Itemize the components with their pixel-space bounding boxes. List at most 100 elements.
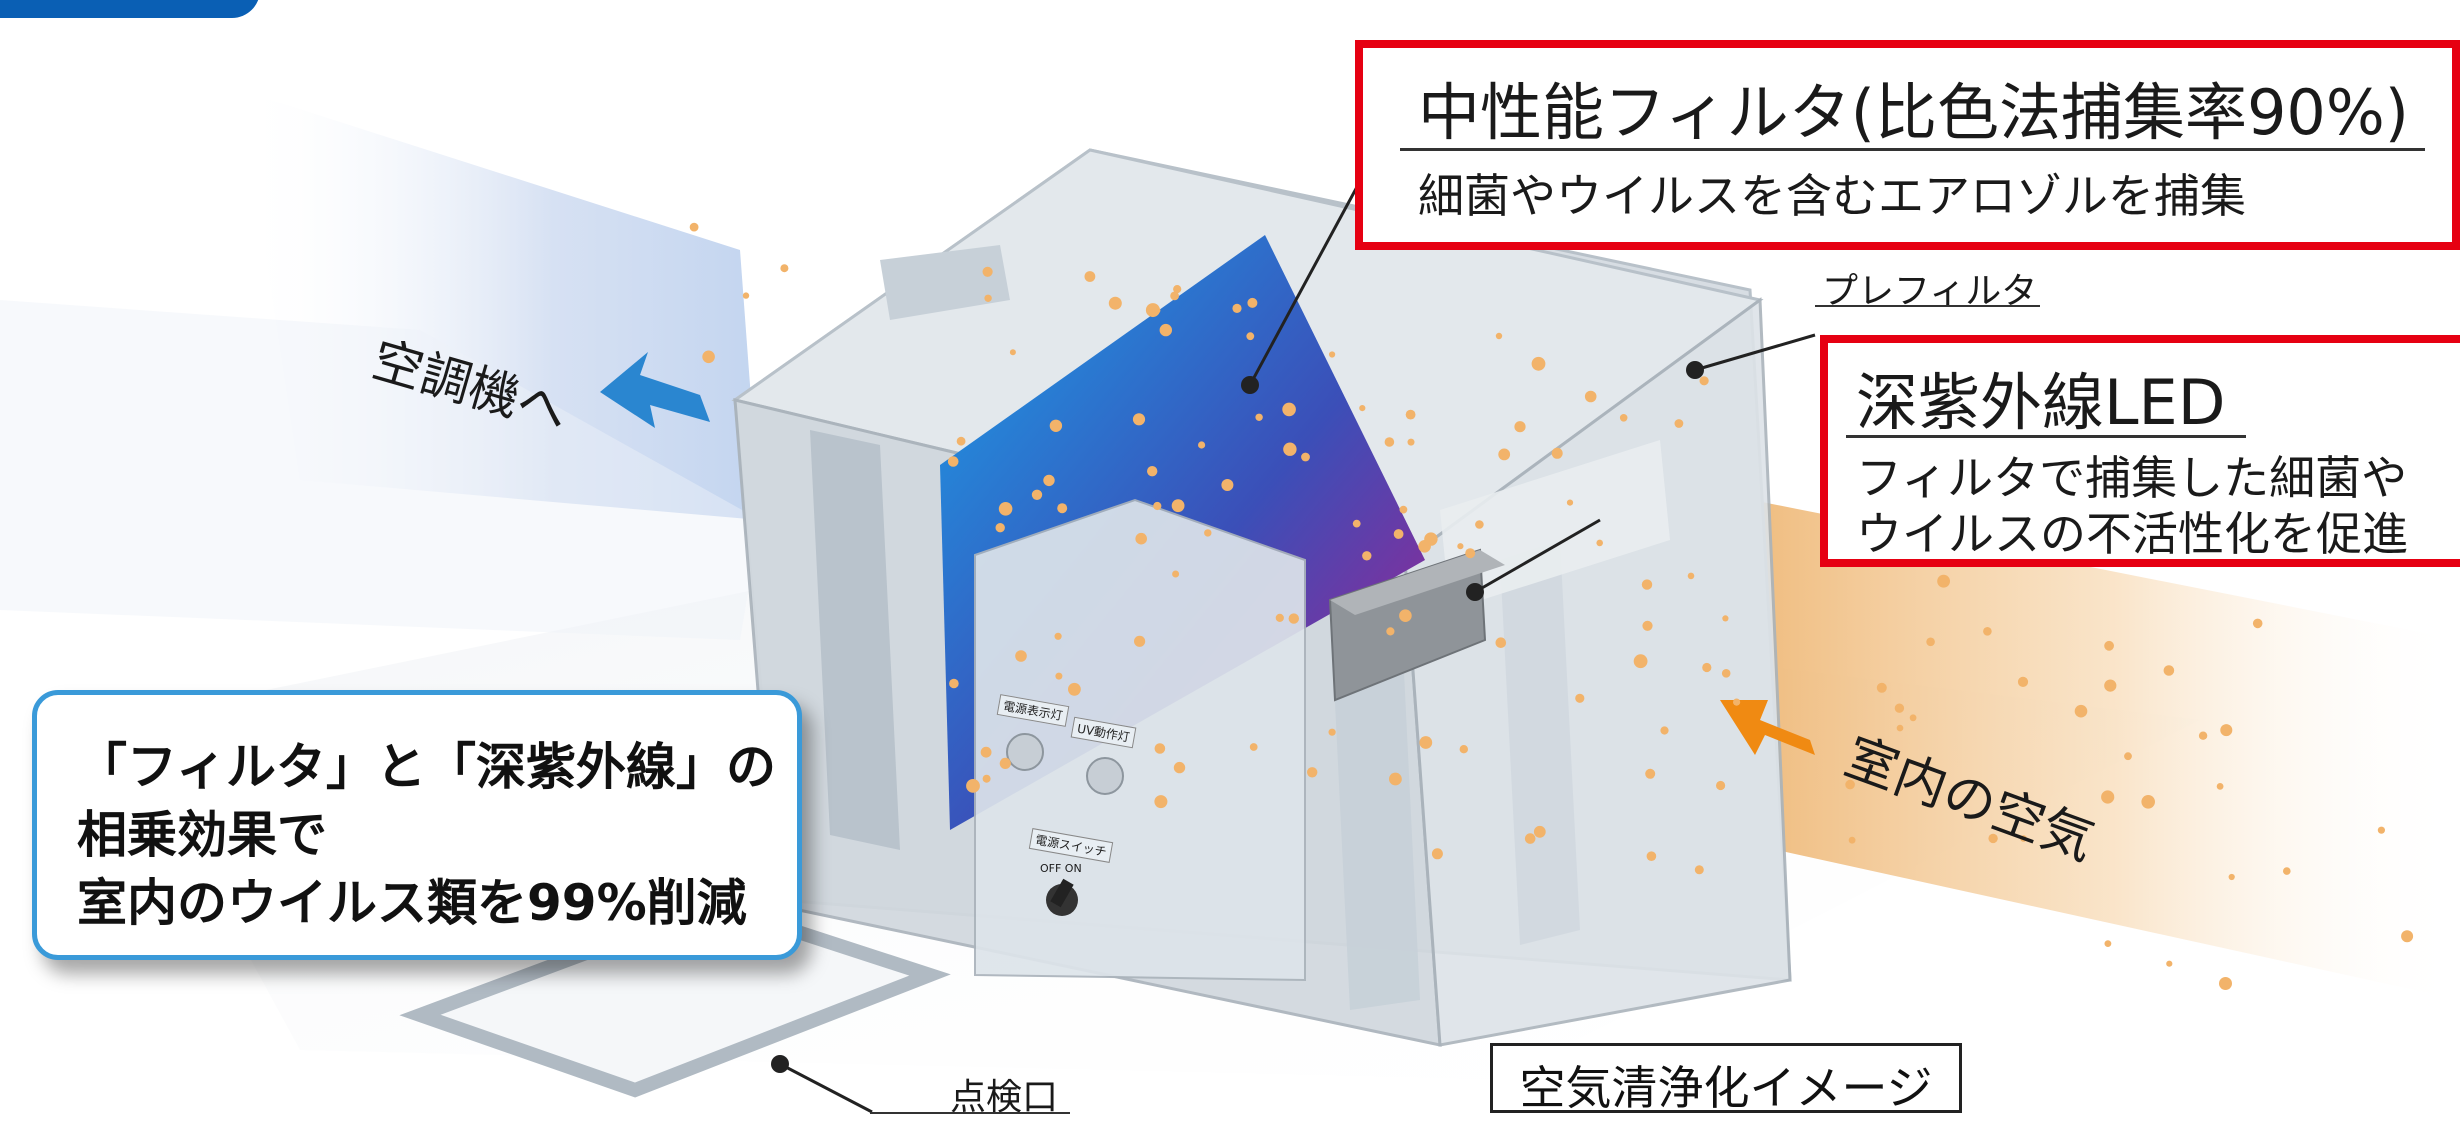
particle-dot — [1145, 303, 1160, 318]
particle-dot — [780, 264, 789, 273]
particle-dot — [2017, 676, 2029, 688]
particle-dot — [982, 266, 993, 277]
particle-dot — [1894, 703, 1905, 713]
particle-dot — [1288, 613, 1300, 624]
particle-dot — [1154, 795, 1168, 809]
particle-dot — [1699, 376, 1709, 386]
particle-dot — [1198, 441, 1206, 449]
particle-dot — [1057, 503, 1068, 514]
particle-dot — [1159, 323, 1173, 337]
particle-dot — [1386, 627, 1395, 636]
outgoing-airflow — [240, 90, 760, 520]
particle-dot — [1926, 637, 1935, 647]
particle-dot — [2252, 618, 2263, 629]
particle-dot — [2198, 731, 2208, 740]
particle-dot — [1419, 736, 1433, 749]
particle-dot — [1457, 543, 1464, 550]
image-caption: 空気清浄化イメージ — [1490, 1043, 1962, 1115]
summary-line-3: 室内のウイルス類を99%削減 — [77, 874, 747, 932]
uv-led-title: 深紫外線LED — [1856, 366, 2226, 439]
uv-led-description-line2: ウイルスの不活性化を促進 — [1856, 507, 2408, 561]
particle-dot — [1722, 615, 1729, 622]
particle-dot — [1249, 743, 1258, 751]
particle-dot — [1173, 761, 1186, 774]
particle-dot — [2124, 752, 2132, 761]
particle-dot — [1687, 572, 1695, 580]
particle-dot — [1495, 637, 1507, 648]
particle-dot — [1498, 448, 1511, 461]
particle-dot — [2377, 826, 2385, 834]
particle-dot — [998, 502, 1013, 516]
particle-dot — [1134, 635, 1146, 647]
particle-dot — [1431, 848, 1443, 860]
particle-dot — [1362, 551, 1372, 561]
header-tab — [0, 0, 260, 18]
particle-dot — [1399, 505, 1408, 514]
particle-dot — [689, 222, 699, 232]
particle-dot — [956, 436, 966, 446]
control-box — [974, 498, 1306, 982]
particle-dot — [1108, 296, 1122, 310]
particle-dot — [2104, 679, 2117, 692]
particle-dot — [1282, 402, 1296, 417]
particle-dot — [999, 757, 1011, 770]
particle-dot — [1584, 390, 1597, 403]
particle-dot — [984, 294, 992, 302]
particle-dot — [1475, 520, 1484, 529]
particle-dot — [1407, 438, 1415, 446]
particle-dot — [1328, 728, 1336, 736]
particle-dot — [2228, 873, 2235, 881]
particle-dot — [2401, 930, 2414, 943]
airborne-particles — [689, 222, 2414, 990]
particle-dot — [1170, 291, 1179, 301]
particle-dot — [966, 779, 980, 793]
particle-dot — [1983, 627, 1992, 636]
particle-dot — [2166, 960, 2173, 967]
uv-led-description-line1: フィルタで捕集した細菌や — [1856, 451, 2408, 505]
particle-dot — [1937, 574, 1950, 588]
incoming-airflow — [1600, 470, 2460, 1000]
particle-dot — [1307, 767, 1318, 778]
particle-dot — [1173, 285, 1182, 294]
particle-dot — [995, 523, 1005, 533]
particle-dot — [1645, 768, 1656, 779]
particle-dot — [1399, 609, 1412, 622]
uv-led-callout — [1820, 335, 2460, 567]
particle-dot — [1694, 865, 1704, 875]
particle-dot — [1135, 532, 1147, 545]
particle-dot — [1068, 682, 1081, 696]
particle-dot — [1359, 405, 1366, 412]
particle-dot — [949, 678, 959, 689]
particle-dot — [1619, 414, 1628, 422]
particle-dot — [702, 350, 715, 364]
particle-dot — [1171, 499, 1185, 513]
particle-dot — [1232, 303, 1242, 313]
particle-dot — [2283, 867, 2291, 875]
particle-dot — [1084, 271, 1096, 282]
particle-dot — [1132, 413, 1146, 426]
particle-dot — [1154, 743, 1166, 754]
particle-dot — [1384, 437, 1395, 447]
particle-dot — [1015, 650, 1027, 662]
particle-dot — [1702, 662, 1712, 673]
particle-dot — [2163, 665, 2175, 676]
particle-dot — [1424, 532, 1438, 546]
switch-state-label: OFF ON — [1040, 862, 1082, 875]
particle-dot — [1459, 745, 1469, 754]
particle-dot — [2216, 783, 2224, 790]
medium-filter-title: 中性能フィルタ(比色法捕集率90%) — [1418, 76, 2409, 149]
particle-dot — [1329, 351, 1336, 358]
particle-dot — [2104, 940, 2112, 947]
particle-dot — [1845, 779, 1855, 790]
particle-dot — [1009, 349, 1016, 356]
particle-dot — [1055, 672, 1063, 680]
particle-dot — [2074, 704, 2088, 718]
medium-filter-description: 細菌やウイルスを含むエアロゾルを捕集 — [1418, 169, 2246, 223]
particle-dot — [1389, 772, 1402, 786]
particle-dot — [1153, 501, 1162, 511]
particle-dot — [2220, 724, 2233, 737]
particle-dot — [2101, 790, 2115, 804]
inspection-port-label: 点検口 — [950, 1077, 1059, 1118]
particle-dot — [982, 774, 991, 783]
